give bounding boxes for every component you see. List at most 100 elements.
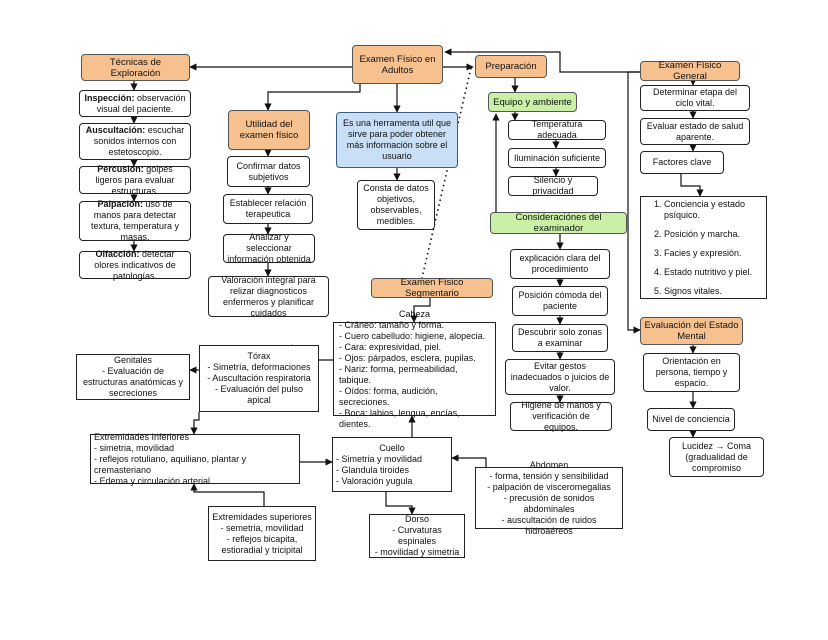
cuello-line: - Glandula tiroides bbox=[336, 464, 410, 475]
abdomen-line: - forma, tensión y sensibilidad bbox=[489, 470, 609, 481]
inferiores-line: - Edema y circulación arterial bbox=[94, 475, 211, 486]
general-item: Factores clave bbox=[640, 151, 724, 174]
segmentario-label: Examen Físico Segmentario bbox=[400, 277, 464, 299]
definicion-node: Es una herramenta util que sirve para po… bbox=[336, 112, 458, 168]
equipo-label: Equipo y ambiente bbox=[493, 96, 572, 108]
cuello-line: - Valoración yugula bbox=[336, 475, 413, 486]
tecnica-text: Palpación: uso de manos para detectar te… bbox=[83, 199, 187, 243]
tecnicas-node: Técnicas de Exploración bbox=[81, 54, 190, 81]
consideracion-item: Posición cómoda del paciente bbox=[512, 286, 608, 316]
torax-line: - Evaluación del pulso apical bbox=[214, 384, 304, 405]
utilidad-node: Utilidad del examen físico bbox=[228, 110, 310, 150]
cabeza-line: - Cara: expresividad, piel. bbox=[339, 341, 442, 352]
general-item: Determinar etapa del ciclo vital. bbox=[640, 85, 750, 111]
consideracion-item-label: Evitar gestos inadecuados o juicios de v… bbox=[510, 360, 610, 393]
mental-label: Evaluación del Estado Mental bbox=[644, 320, 739, 342]
mental-item-label: Lucidez → Coma (gradualidad de compromis… bbox=[681, 440, 752, 473]
general-item-label: Determinar etapa del ciclo vital. bbox=[652, 87, 738, 108]
consta-node: Consta de datos objetivos, observables, … bbox=[357, 180, 435, 230]
tecnica-term: Palpación: bbox=[97, 199, 143, 209]
equipo-item-label: Silencio y privacidad bbox=[532, 175, 574, 196]
inferiores-title: Extremidades Inferiores bbox=[94, 431, 190, 442]
central-topic: Examen Físico en Adultos bbox=[352, 45, 443, 84]
tecnica-text: Inspección: observación visual del pacie… bbox=[83, 93, 187, 115]
tecnica-desc: escuchar sonidos internos con estetoscop… bbox=[93, 125, 185, 157]
preparacion-label: Preparación bbox=[485, 61, 537, 72]
tecnica-desc: detectar olores indicativos de patología… bbox=[94, 248, 176, 281]
tecnica-term: Auscultación: bbox=[85, 125, 146, 135]
utilidad-item-label: Confirmar datos subjetivos bbox=[236, 160, 301, 182]
mental-item-label: Nivel de conciencia bbox=[652, 414, 730, 424]
preparacion-node: Preparación bbox=[475, 55, 547, 78]
dorso-line: - Curvaturas espinales bbox=[392, 525, 442, 546]
factores-list: Conciencia y estado psíquico. Posición y… bbox=[644, 199, 763, 297]
tecnica-olfaccion: Olfacción: detectar olores indicativos d… bbox=[79, 248, 191, 281]
factor-item: Posición y marcha. bbox=[664, 229, 763, 240]
consideracion-item: explicación clara del procedimiento bbox=[510, 249, 610, 279]
cuello-box: Cuello - Simetria y movilidad - Glandula… bbox=[332, 437, 452, 492]
cabeza-line: - Oídos: forma, audición, secreciones. bbox=[339, 385, 438, 407]
factor-item: Signos vitales. bbox=[664, 286, 763, 297]
cabeza-line: - Cráneo: tamaño y forma. bbox=[339, 319, 445, 330]
tecnica-text: Percusión: golpes ligeros para evaluar e… bbox=[83, 164, 187, 197]
utilidad-item: Valoración integral para relizar diagnos… bbox=[208, 274, 329, 318]
factor-item: Estado nutritivo y piel. bbox=[664, 267, 763, 278]
mental-node: Evaluación del Estado Mental bbox=[640, 317, 743, 345]
mental-item: Lucidez → Coma (gradualidad de compromis… bbox=[669, 437, 764, 477]
superiores-line: - semetria, movilidad bbox=[220, 522, 304, 533]
equipo-item: Temperatura adecuada bbox=[508, 119, 606, 140]
utilidad-item-label: Valoración integral para relizar diagnos… bbox=[221, 274, 316, 318]
general-node: Examen Físico General bbox=[640, 60, 740, 82]
tecnica-term: Percusión: bbox=[97, 163, 144, 174]
definicion-label: Es una herramenta util que sirve para po… bbox=[342, 118, 452, 161]
mental-item: Orientación en persona, tiempo y espacio… bbox=[643, 353, 740, 392]
consideracion-item: Higiene de manos y verificación de equip… bbox=[510, 400, 612, 432]
tecnicas-label: Técnicas de Exploración bbox=[109, 56, 162, 79]
factores-clave-list: Conciencia y estado psíquico. Posición y… bbox=[640, 196, 767, 299]
inferiores-box: Extremidades Inferiores - simetria, movi… bbox=[90, 431, 300, 486]
mental-item-label: Orientación en persona, tiempo y espacio… bbox=[655, 356, 728, 388]
torax-line: - Auscultación respiratoria bbox=[207, 373, 311, 383]
abdomen-line: - palpación de visceromegalias bbox=[487, 481, 611, 492]
tecnica-term: Inspección: bbox=[84, 92, 135, 103]
dorso-line: - movilidad y simetria bbox=[374, 547, 460, 557]
torax-title: Tórax bbox=[247, 351, 271, 361]
equipo-node: Equipo y ambiente bbox=[488, 92, 577, 112]
consideracion-item-label: Descubrir solo zonas a examinar bbox=[517, 327, 603, 348]
utilidad-item: Establecer relación terapeutica bbox=[223, 194, 313, 224]
cabeza-line: - Boca: labios, lengua, encías, dientes. bbox=[339, 407, 460, 429]
torax-line: - Simetría, deformaciones bbox=[207, 362, 311, 372]
consideraciones-node: Consideraciónes del examinador bbox=[490, 212, 627, 234]
cuello-title: Cuello bbox=[379, 442, 405, 453]
utilidad-item: Analizar y seleccionar información obten… bbox=[223, 232, 315, 264]
inferiores-line: - reflejos rotuliano, aquiliano, plantar… bbox=[94, 453, 247, 475]
consideracion-item-label: Posición cómoda del paciente bbox=[518, 290, 602, 311]
abdomen-title: Abdomen bbox=[529, 459, 569, 470]
torax-box: Tórax - Simetría, deformaciones - Auscul… bbox=[199, 345, 319, 412]
equipo-item-label: Iluminación suficiente bbox=[513, 152, 601, 163]
abdomen-line: - auscultación de ruidos hidroaéreos bbox=[501, 514, 597, 536]
tecnica-desc: golpes ligeros para evaluar estructuras. bbox=[95, 163, 175, 196]
utilidad-item-label: Analizar y seleccionar información obten… bbox=[227, 232, 311, 264]
cabeza-line: - Ojos: párpados, esclera, pupilas. bbox=[339, 352, 476, 363]
central-topic-label: Examen Físico en Adultos bbox=[359, 53, 436, 76]
utilidad-label: Utilidad del examen físico bbox=[239, 119, 299, 141]
abdomen-box: Abdomen - forma, tensión y sensibilidad … bbox=[475, 460, 623, 536]
abdomen-line: - precusión de sonidos abdominales bbox=[503, 492, 595, 514]
superiores-box: Extremidades superiores - semetria, movi… bbox=[208, 506, 316, 561]
consideracion-item: Evitar gestos inadecuados o juicios de v… bbox=[505, 359, 615, 395]
superiores-line: - reflejos bicapita, estioradial y trici… bbox=[221, 533, 303, 555]
consideracion-item: Descubrir solo zonas a examinar bbox=[512, 324, 608, 352]
general-item-label: Evaluar estado de salud aparente. bbox=[646, 120, 744, 142]
tecnica-desc: observación visual del paciente. bbox=[96, 92, 186, 114]
superiores-title: Extremidades superiores bbox=[212, 511, 312, 522]
general-item: Evaluar estado de salud aparente. bbox=[640, 118, 750, 145]
general-label: Examen Físico General bbox=[658, 60, 722, 82]
tecnica-auscultacion: Auscultación: escuchar sonidos internos … bbox=[79, 123, 191, 160]
consideracion-item-label: explicación clara del procedimiento bbox=[519, 253, 601, 274]
consta-label: Consta de datos objetivos, observables, … bbox=[363, 183, 429, 226]
utilidad-item-label: Establecer relación terapeutica bbox=[229, 198, 307, 219]
tecnica-palpacion: Palpación: uso de manos para detectar te… bbox=[79, 199, 191, 243]
consideraciones-label: Consideraciónes del examinador bbox=[515, 212, 602, 234]
